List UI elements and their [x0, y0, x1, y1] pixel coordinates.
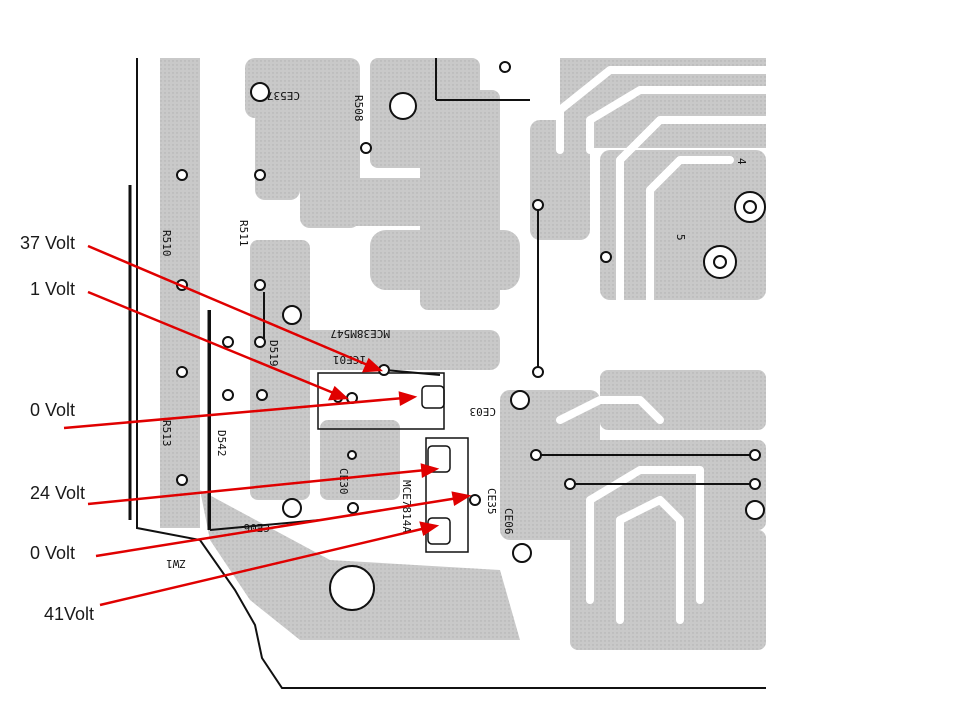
voltage-label-37v: 37 Volt [20, 233, 76, 253]
arrow-41v [99, 526, 427, 607]
arrow-24v [87, 468, 427, 506]
voltage-label-24v: 24 Volt [30, 483, 86, 503]
arrow-1v [87, 290, 337, 396]
svg-text:D519: D519 [267, 340, 280, 367]
trace-gaps [556, 66, 770, 624]
svg-text:R513: R513 [160, 420, 173, 447]
arrow-0v-upper [63, 396, 405, 430]
solder-pads [176, 61, 766, 611]
voltage-label-0v-lower: 0 Volt [30, 543, 76, 563]
svg-text:CE03: CE03 [470, 405, 497, 418]
arrow-37v [87, 244, 371, 368]
svg-text:D542: D542 [215, 430, 228, 457]
svg-text:4: 4 [735, 158, 748, 165]
svg-text:ICE01: ICE01 [333, 353, 366, 366]
svg-text:CE35: CE35 [485, 488, 498, 515]
arrow-0v-lower [95, 496, 459, 558]
svg-text:R508: R508 [352, 95, 365, 122]
voltage-arrows [63, 244, 472, 607]
svg-text:5: 5 [674, 234, 687, 241]
svg-text:CE537: CE537 [267, 89, 300, 102]
svg-text:R511: R511 [237, 220, 250, 247]
board-outline [128, 58, 766, 689]
svg-text:CE30: CE30 [337, 468, 350, 495]
svg-text:MCE38M547: MCE38M547 [330, 327, 390, 340]
svg-text:CE06: CE06 [502, 508, 515, 535]
voltage-label-1v: 1 Volt [30, 279, 76, 299]
svg-text:R510: R510 [160, 230, 173, 257]
voltage-label-41v: 41Volt [44, 604, 95, 624]
svg-text:ZW1: ZW1 [166, 557, 186, 570]
voltage-label-0v-upper: 0 Volt [30, 400, 76, 420]
copper-traces [160, 58, 766, 650]
